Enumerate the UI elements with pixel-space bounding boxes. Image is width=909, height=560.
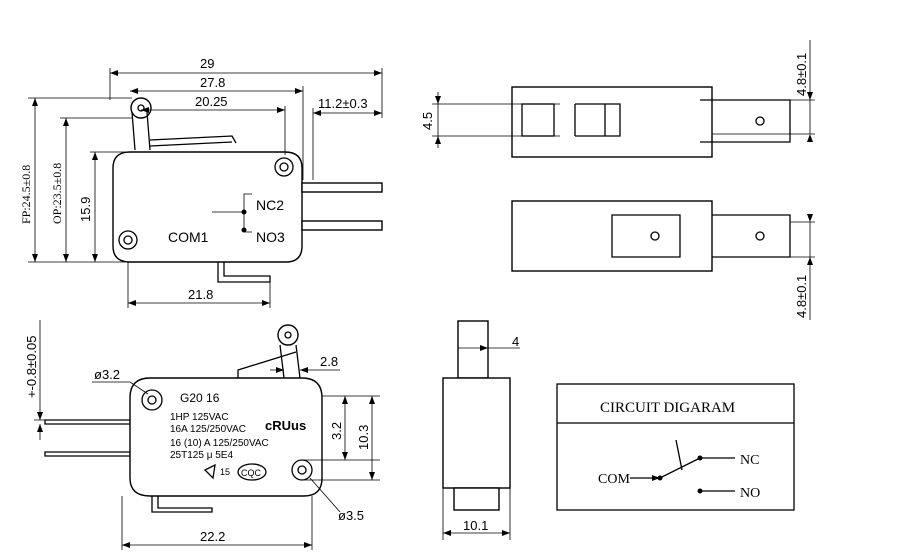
dim-overtravel: +-0.8±0.05 xyxy=(24,336,39,398)
front-roller xyxy=(130,97,152,119)
ccc-logo xyxy=(237,463,267,481)
circuit-box xyxy=(556,383,795,511)
dim-actuator: 4 xyxy=(512,334,519,349)
dim-terminal-top: 4.8±0.1 xyxy=(794,53,809,96)
dim-hole-spacing: 3.2 xyxy=(329,422,344,440)
top-view: 4.5 4.8±0.1 xyxy=(420,40,815,158)
dim-terminal-bottom: 4.8±0.1 xyxy=(794,275,809,318)
side-roller xyxy=(277,324,299,346)
front-mount-hole-bottom xyxy=(118,230,138,250)
end-terminal xyxy=(453,487,500,511)
side-hole-small xyxy=(141,389,163,411)
front-mount-hole-top xyxy=(274,157,294,177)
dim-hole-large: ø3.5 xyxy=(338,508,364,523)
dim-free-position: FP:24.5±0.8 xyxy=(19,165,33,224)
front-label-com: COM1 xyxy=(168,229,209,245)
circuit-nc-label: NC xyxy=(740,453,759,468)
top-body xyxy=(511,86,713,158)
bottom-view: 4.8±0.1 xyxy=(511,200,815,320)
front-label-no: NO3 xyxy=(256,229,285,245)
front-label-nc: NC2 xyxy=(256,197,284,213)
marking-line4: 25T125 μ 5E4 xyxy=(170,450,233,461)
dim-width: 22.2 xyxy=(200,529,225,544)
marking-line2: 16A 125/250VAC xyxy=(170,424,246,435)
circuit-diagram: CIRCUIT DIGARAM COM NC NO xyxy=(556,383,795,511)
marking-line3: 16 (10) A 125/250VAC xyxy=(170,438,269,449)
dim-pivot-to-terminal: 27.8 xyxy=(200,75,225,90)
front-terminal-nc xyxy=(301,182,383,193)
dim-pivot-to-roller: 20.25 xyxy=(195,94,228,109)
end-body xyxy=(442,377,511,489)
ce-logo: 15 xyxy=(203,463,230,480)
circuit-no-label: NO xyxy=(740,486,760,501)
dim-slot: 4.5 xyxy=(420,112,435,130)
dim-hole-small: ø3.2 xyxy=(94,367,120,382)
dim-hole-height: 10.3 xyxy=(356,425,371,450)
marking-ccc: CQC xyxy=(241,468,262,478)
side-view: G20 16 1HP 125VAC 16A 125/250VAC 16 (10)… xyxy=(24,320,380,550)
top-terminal-hole xyxy=(755,116,765,126)
dim-total-length: 29 xyxy=(200,56,214,71)
front-terminal-no xyxy=(301,220,383,231)
dim-height: 15.9 xyxy=(78,197,93,222)
end-view: 4 10.1 xyxy=(442,320,520,540)
dim-end-width: 10.1 xyxy=(463,518,488,533)
front-lever xyxy=(149,135,237,144)
circuit-com-label: COM xyxy=(598,472,630,487)
dim-bottom-width: 21.8 xyxy=(188,287,213,302)
marking-line1: 1HP 125VAC xyxy=(170,412,229,423)
dim-lever-offset: 2.8 xyxy=(320,354,338,369)
svg-text:15: 15 xyxy=(220,467,230,477)
side-switch-body xyxy=(129,377,323,497)
marking-ul-logo: cRUus xyxy=(265,418,306,433)
bottom-terminal-hole xyxy=(755,231,765,241)
circuit-title: CIRCUIT DIGARAM xyxy=(600,400,735,416)
dim-terminal-length: 11.2±0.3 xyxy=(318,96,368,111)
marking-model: G20 16 xyxy=(180,391,220,405)
dim-operating-position: OP:23.5±0.8 xyxy=(50,163,64,224)
front-terminal-com xyxy=(217,262,271,283)
front-switch-body xyxy=(112,151,303,263)
front-view: NC2 COM1 NO3 29 27.8 20.25 11.2±0.3 FP:2… xyxy=(19,56,383,308)
bottom-terminal-com xyxy=(611,214,681,258)
